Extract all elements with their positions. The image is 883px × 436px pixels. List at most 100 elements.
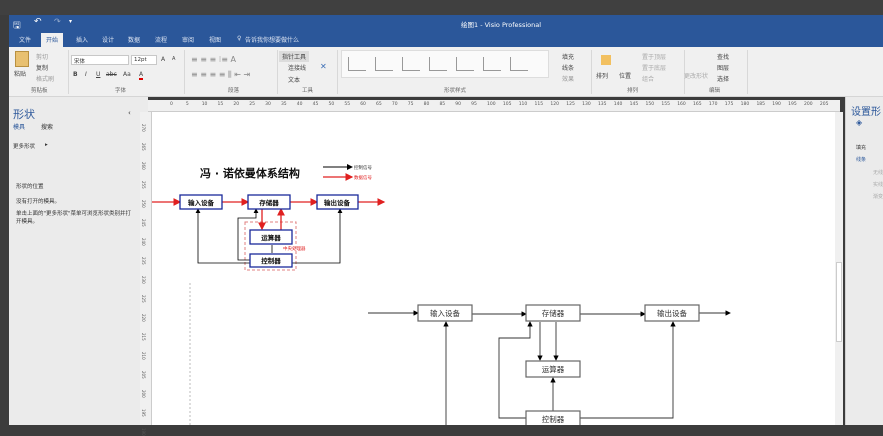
input-box[interactable] (417, 304, 473, 322)
shrink-font-button[interactable]: A (172, 56, 176, 62)
ruler-tick-label: 90 (455, 102, 462, 107)
align-icons-row2[interactable]: ≡ ≡ ≡ ≡ ⫼ ⇤ ⇥ (191, 70, 251, 79)
ruler-tick-label: 100 (487, 102, 496, 107)
no-line-option[interactable]: 无线 (873, 170, 883, 176)
fill-button[interactable]: 填充 (562, 54, 575, 61)
chevron-right-icon: ▸ (45, 142, 48, 148)
italic-button[interactable]: I (85, 71, 87, 78)
line-button[interactable]: 线条 (562, 65, 575, 72)
connector-tool-button[interactable]: 连接线 (288, 65, 307, 72)
controller-box[interactable] (525, 410, 581, 425)
fill-section[interactable]: 填充 (856, 145, 867, 151)
ruler-tick-label: 235 (141, 257, 146, 265)
paste-icon[interactable] (15, 51, 29, 67)
paste-button[interactable]: 粘贴 (14, 71, 27, 78)
ruler-tick-label: 255 (141, 181, 146, 189)
ruler-tick-label: 35 (280, 102, 287, 107)
tab-review[interactable]: 审阅 (182, 37, 195, 44)
close-icon[interactable]: ✕ (320, 62, 327, 71)
strikethrough-button[interactable]: abc (106, 71, 117, 78)
vertical-scrollbar[interactable] (835, 112, 843, 425)
copy-button[interactable]: 复制 (36, 65, 49, 72)
small-output-box[interactable] (316, 194, 359, 210)
customize-qat-button[interactable]: ▾ (69, 18, 73, 25)
ruler-tick-label: 230 (141, 276, 146, 284)
underline-button[interactable]: U (96, 71, 101, 78)
group-label-paragraph: 段落 (228, 88, 240, 94)
layers-button[interactable]: 图层 (717, 65, 730, 72)
ruler-tick-label: 95 (471, 102, 477, 107)
tab-home[interactable]: 开始 (41, 33, 64, 47)
arrange-button[interactable]: 排列 (596, 73, 609, 80)
save-icon[interactable]: 🖫 (13, 21, 21, 31)
fill-line-icon[interactable]: ◈ (856, 118, 863, 127)
more-shapes-hint: 单击上面的"更多形状"菜单可浏览形状类别并打开模具。 (16, 211, 132, 225)
ruler-tick-label: 265 (141, 143, 146, 151)
send-to-back-button[interactable]: 置于底层 (642, 65, 667, 72)
output-box[interactable] (644, 304, 700, 322)
arrange-icon[interactable] (601, 55, 611, 65)
font-color-button[interactable]: A (139, 71, 144, 80)
pointer-tool-button[interactable]: 指针工具 (279, 51, 310, 62)
ruler-tick-label: 200 (804, 102, 813, 107)
grow-font-button[interactable]: A (161, 56, 166, 63)
small-controller-label: 控制器 (261, 256, 281, 265)
format-panel-title: 设置形 (851, 107, 881, 118)
find-button[interactable]: 查找 (717, 54, 730, 61)
undo-icon[interactable]: ↶ (34, 17, 42, 27)
small-alu-box[interactable] (249, 229, 293, 245)
font-name-select[interactable]: 宋体 (71, 55, 129, 65)
tab-search[interactable]: 搜索 (41, 124, 54, 131)
shapes-heading: 形状的位置 (16, 184, 44, 190)
small-input-box[interactable] (179, 194, 223, 210)
change-shape-button[interactable]: 更改形状 (684, 73, 709, 80)
ruler-tick-label: 175 (724, 102, 734, 107)
alu-box[interactable] (525, 360, 581, 378)
ruler-tick-label: 40 (296, 102, 303, 107)
tab-file[interactable]: 文件 (19, 37, 32, 44)
small-memory-box[interactable] (247, 194, 291, 210)
legend-data-label: 数据信号 (354, 174, 372, 181)
ruler-tick-label: 185 (756, 102, 766, 107)
line-section[interactable]: 线条 (856, 157, 867, 163)
tab-view[interactable]: 视图 (209, 37, 222, 44)
select-button[interactable]: 选择 (717, 76, 730, 83)
memory-box[interactable] (525, 304, 581, 322)
drawing-canvas[interactable]: 冯 · 诺依曼体系结构 控制信号 数据信号 中央处理器 (152, 112, 840, 425)
bring-to-front-button[interactable]: 置于顶层 (642, 54, 667, 61)
effects-button[interactable]: 效果 (562, 76, 575, 83)
scroll-thumb[interactable] (836, 262, 842, 342)
more-shapes-menu[interactable]: 更多形状 (13, 144, 36, 150)
ruler-tick-label: 70 (391, 102, 398, 107)
font-size-select[interactable]: 12pt (131, 55, 157, 65)
tab-process[interactable]: 流程 (155, 37, 168, 44)
cut-button[interactable]: 剪切 (36, 54, 49, 61)
small-diagram[interactable]: 冯 · 诺依曼体系结构 控制信号 数据信号 中央处理器 (152, 164, 386, 271)
window-title: 绘图1 - Visio Professional (461, 21, 542, 29)
align-icons[interactable]: ≡ ≡ ≡ ⁝≡ A (191, 55, 236, 64)
shape-style-gallery[interactable] (341, 50, 549, 78)
tell-me-search[interactable]: 告诉我你想要做什么 (245, 37, 300, 44)
ruler-tick-label: 125 (566, 102, 575, 107)
gradient-line-option[interactable]: 渐变 (873, 194, 883, 200)
format-painter-button[interactable]: 格式刷 (36, 76, 55, 83)
alu-label: 运算器 (542, 364, 565, 374)
tab-stencils[interactable]: 模具 (13, 124, 26, 131)
collapse-panel-icon[interactable]: ‹ (128, 109, 131, 117)
group-label-tools: 工具 (302, 88, 314, 94)
change-case-button[interactable]: Aa (123, 71, 131, 78)
redo-icon[interactable]: ↷ (54, 17, 61, 26)
tab-insert[interactable]: 插入 (76, 37, 89, 44)
group-button[interactable]: 组合 (642, 76, 655, 83)
ruler-tick-label: 140 (613, 102, 623, 107)
solid-line-option[interactable]: 实线 (873, 182, 883, 188)
position-button[interactable]: 位置 (619, 73, 632, 80)
text-tool-button[interactable]: 文本 (288, 77, 301, 84)
tab-data[interactable]: 数据 (128, 37, 141, 44)
small-controller-box[interactable] (249, 253, 293, 268)
large-diagram[interactable]: 输入设备 存储器 输出设备 运算器 控制器 (368, 304, 731, 425)
bold-button[interactable]: B (73, 71, 78, 78)
tab-design[interactable]: 设计 (102, 37, 115, 44)
